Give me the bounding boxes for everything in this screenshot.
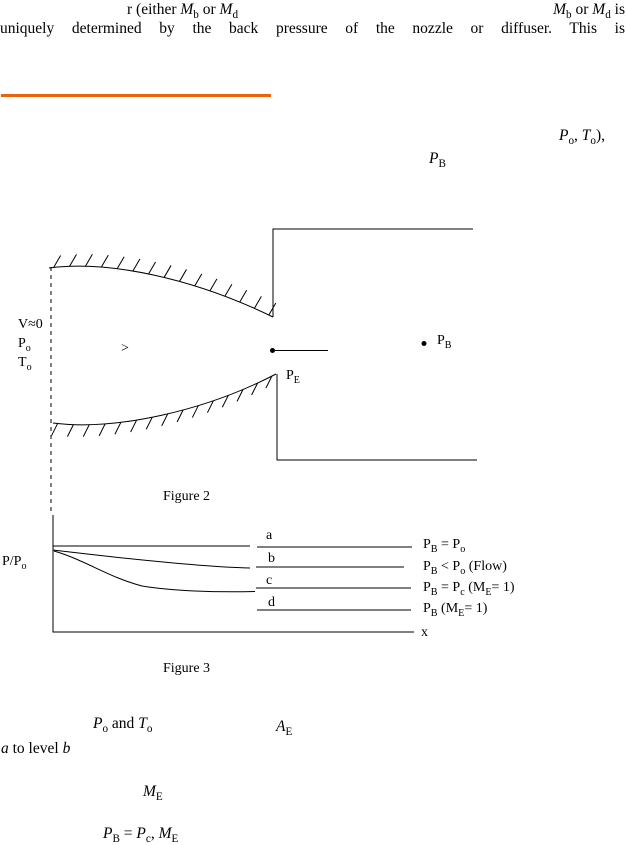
top-line1-right: Mb or Md is bbox=[553, 1, 625, 22]
top-line2: uniquely determined by the back pressure… bbox=[0, 20, 625, 37]
curve-b bbox=[52, 549, 251, 569]
upper-wall-hatching bbox=[53, 254, 277, 316]
level-annotation-b: PB < Po (Flow) bbox=[423, 559, 507, 577]
curve-c bbox=[53, 550, 256, 593]
exit-pressure-label: PE bbox=[286, 368, 300, 386]
figure3-caption: Figure 3 bbox=[163, 661, 211, 676]
stagnation-conditions-text: Po and To bbox=[93, 715, 153, 736]
curve-label-c: c bbox=[266, 573, 273, 588]
choked-condition-text: PB = Pc, ME bbox=[103, 825, 179, 845]
inlet-temperature-label: To bbox=[18, 355, 32, 373]
curve-label-b: b bbox=[268, 551, 275, 566]
inlet-pressure-label: Po bbox=[18, 336, 31, 354]
back-pressure-reference: PB bbox=[429, 150, 446, 171]
exit-point-dot bbox=[270, 348, 275, 353]
back-pressure-label: PB bbox=[437, 333, 452, 351]
flow-direction-mark: > bbox=[121, 341, 129, 356]
inlet-velocity-label: V≈0 bbox=[18, 317, 43, 332]
plot-x-axis-label: x bbox=[421, 625, 428, 640]
plot-axes bbox=[52, 515, 414, 633]
orange-rule bbox=[1, 94, 271, 97]
level-annotation-c: PB = Pc (ME= 1) bbox=[423, 580, 515, 598]
exit-mach-text: ME bbox=[143, 783, 163, 804]
plot-y-axis-label: P/Po bbox=[2, 554, 27, 572]
level-annotation-a: PB = Po bbox=[423, 537, 466, 555]
figure2-caption: Figure 2 bbox=[163, 489, 211, 504]
lower-exit-block bbox=[276, 374, 477, 461]
lower-wall-hatching bbox=[51, 375, 273, 437]
top-line1-left: r (either Mb or Md bbox=[127, 1, 239, 22]
stagnation-reference: Po, To), bbox=[559, 127, 606, 148]
level-range-text: a to level b bbox=[1, 740, 71, 757]
back-pressure-dot bbox=[421, 341, 427, 346]
nozzle-upper-wall bbox=[48, 265, 274, 318]
curve-label-d: d bbox=[268, 595, 275, 610]
curve-label-a: a bbox=[266, 528, 273, 543]
level-annotation-d: PB (ME= 1) bbox=[423, 601, 488, 619]
nozzle-lower-wall bbox=[52, 373, 277, 426]
exit-area-text: AE bbox=[276, 718, 293, 739]
upper-exit-block bbox=[272, 228, 473, 317]
